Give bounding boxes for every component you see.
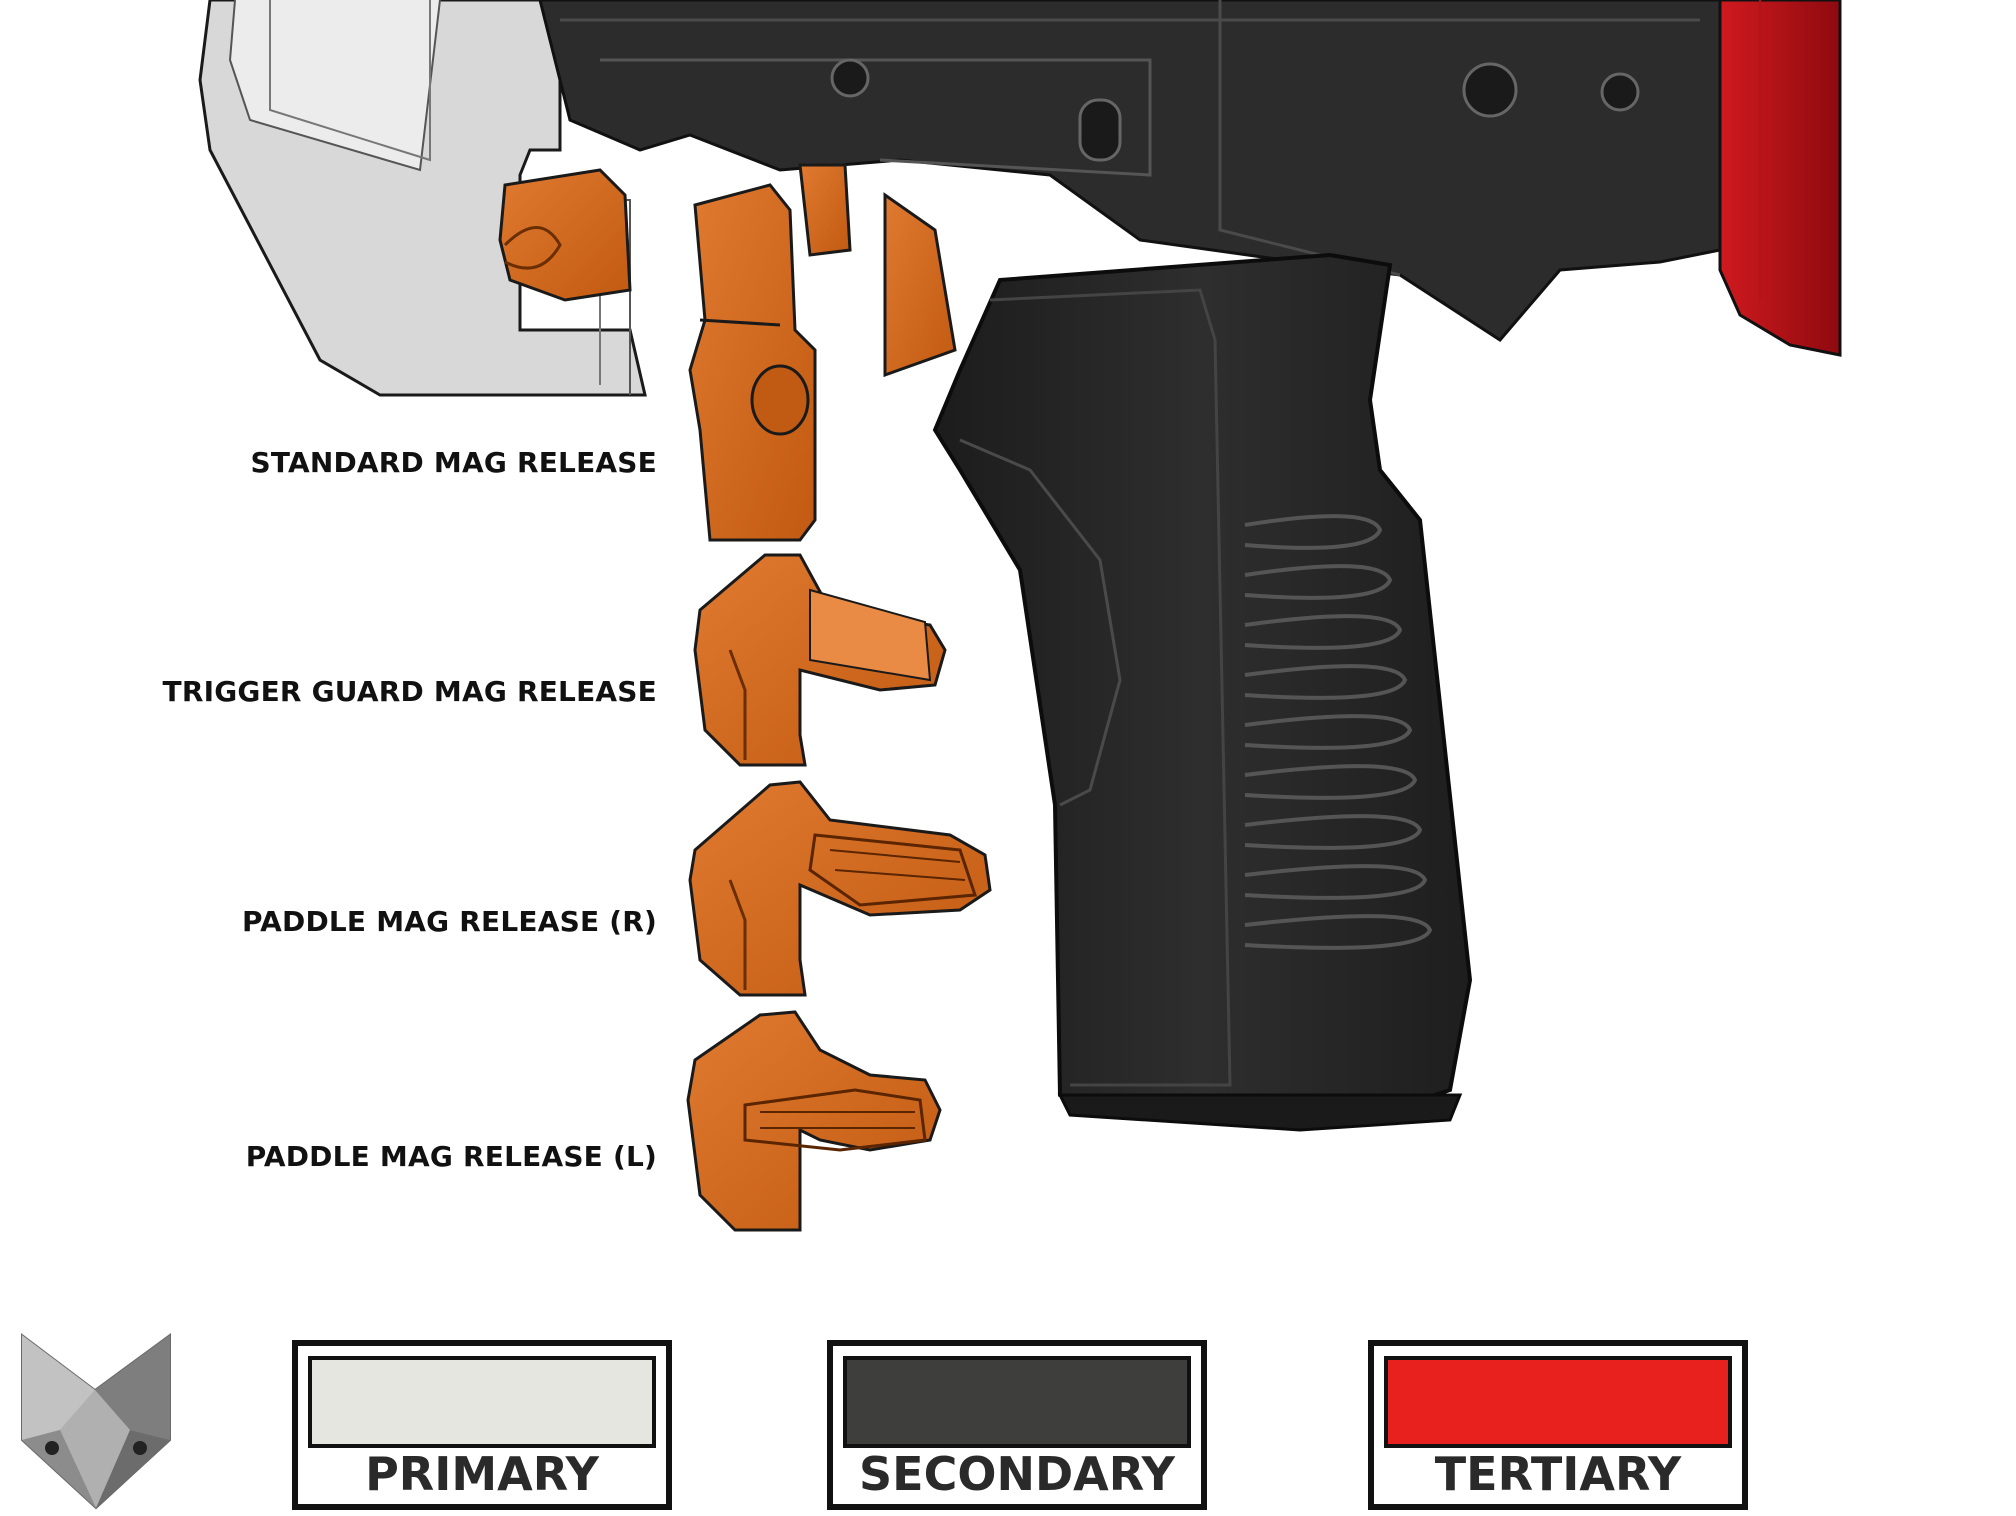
fox-head-logo [21,1332,171,1510]
label-paddle-mag-release-r: PADDLE MAG RELEASE (R) [241,905,657,938]
paddle-mag-release-right-part [688,780,992,997]
label-paddle-mag-release-l: PADDLE MAG RELEASE (L) [245,1140,657,1173]
stock-tertiary-part [1718,0,1842,357]
legend-tertiary: TERTIARY [1368,1340,1748,1510]
legend-tertiary-label: TERTIARY [1434,1447,1682,1501]
pistol-grip-secondary-part [932,252,1473,1132]
frame-primary-part [198,0,647,397]
label-trigger-guard-mag-release: TRIGGER GUARD MAG RELEASE [162,675,657,708]
paddle-mag-release-left-part [686,1010,942,1232]
receiver-secondary-part [538,0,1722,342]
standard-mag-release-part [688,183,817,542]
legend-secondary-label: SECONDARY [859,1447,1175,1501]
legend-primary: PRIMARY [292,1340,672,1510]
legend-primary-swatch [308,1356,656,1448]
trigger-guard-mag-release-part [693,553,947,767]
grip-texture [1244,514,1433,950]
legend-secondary-swatch [843,1356,1191,1448]
installed-mag-release-parts [498,163,957,378]
legend-secondary: SECONDARY [827,1340,1207,1510]
legend-primary-label: PRIMARY [365,1447,599,1501]
legend-tertiary-swatch [1384,1356,1732,1448]
label-standard-mag-release: STANDARD MAG RELEASE [250,446,657,479]
